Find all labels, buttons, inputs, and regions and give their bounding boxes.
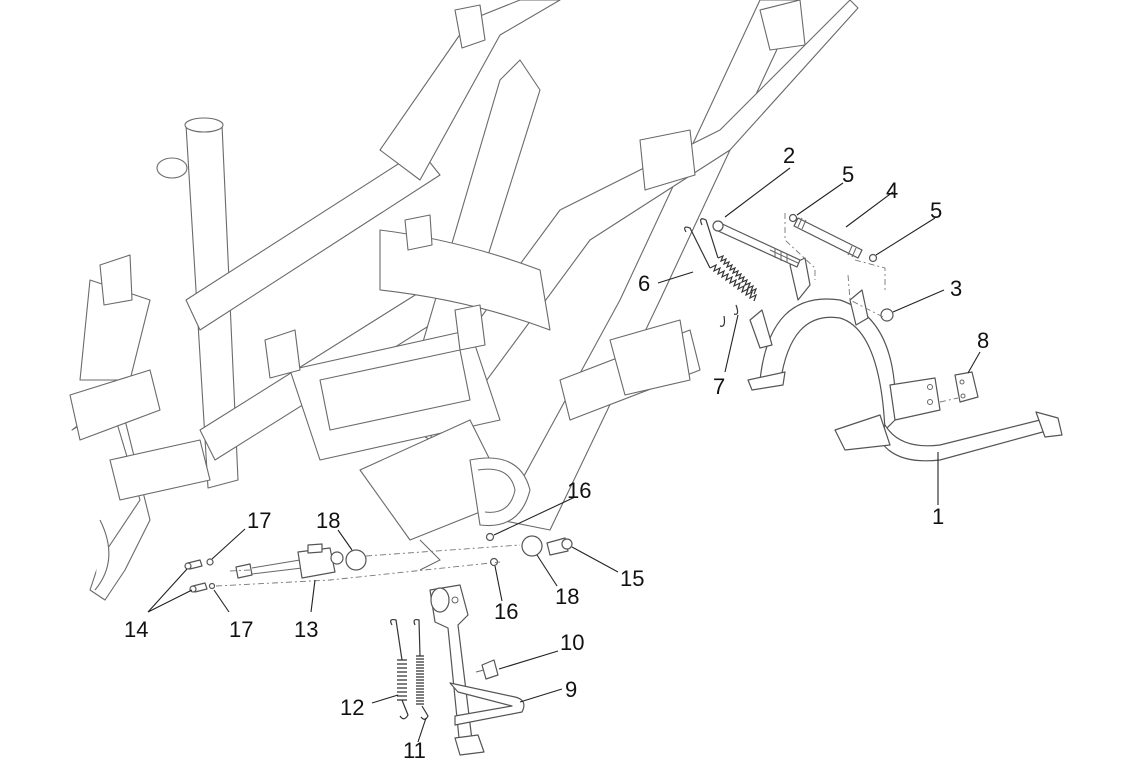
scooter-frame (69, 0, 859, 601)
washer-17-top[interactable] (206, 558, 214, 566)
callout-16b: 16 (494, 599, 518, 624)
spring-12[interactable] (390, 618, 409, 720)
stand-pivot-bolt[interactable] (712, 220, 801, 268)
circlip-left[interactable] (788, 213, 798, 223)
callout-14: 14 (124, 617, 148, 642)
callout-1: 1 (932, 504, 944, 529)
callout-17b: 17 (229, 617, 253, 642)
side-stand-rubber-stop[interactable] (475, 659, 499, 680)
circlip-right[interactable] (868, 253, 878, 263)
callout-18a: 18 (316, 508, 340, 533)
callout-8: 8 (977, 328, 989, 353)
callout-15: 15 (620, 566, 644, 591)
spring-11[interactable] (413, 618, 429, 720)
callout-10: 10 (560, 630, 584, 655)
leader-lines (147, 167, 981, 743)
callout-18b: 18 (555, 584, 579, 609)
callout-12: 12 (340, 695, 364, 720)
callout-2: 2 (783, 143, 795, 168)
stand-stop-pad[interactable] (954, 371, 979, 403)
callout-17a: 17 (247, 508, 271, 533)
callout-13: 13 (294, 617, 318, 642)
callout-labels: 1 2 3 4 5 5 6 7 8 9 10 11 12 13 14 15 16… (124, 143, 989, 763)
center-stand[interactable] (747, 257, 1063, 462)
side-stand-switch[interactable] (235, 543, 344, 579)
spring-6[interactable] (684, 226, 758, 327)
spring-7[interactable] (700, 218, 758, 315)
nut-3[interactable] (880, 308, 894, 322)
side-stand-pivot-bolt[interactable] (546, 537, 573, 556)
nut-16-top[interactable] (485, 532, 495, 542)
callout-5a: 5 (842, 162, 854, 187)
washer-17-bottom[interactable] (208, 582, 216, 590)
o-ring-18-left[interactable] (345, 549, 367, 571)
callout-6: 6 (638, 271, 650, 296)
callout-5b: 5 (930, 198, 942, 223)
screws-14[interactable] (184, 559, 208, 593)
callout-9: 9 (565, 677, 577, 702)
callout-3: 3 (950, 276, 962, 301)
callout-7: 7 (713, 374, 725, 399)
callout-16a: 16 (567, 478, 591, 503)
o-ring-18-right[interactable] (521, 535, 543, 557)
callout-11: 11 (403, 738, 426, 763)
side-stand[interactable] (429, 584, 525, 756)
stand-pin[interactable] (793, 217, 863, 259)
callout-4: 4 (886, 178, 898, 203)
